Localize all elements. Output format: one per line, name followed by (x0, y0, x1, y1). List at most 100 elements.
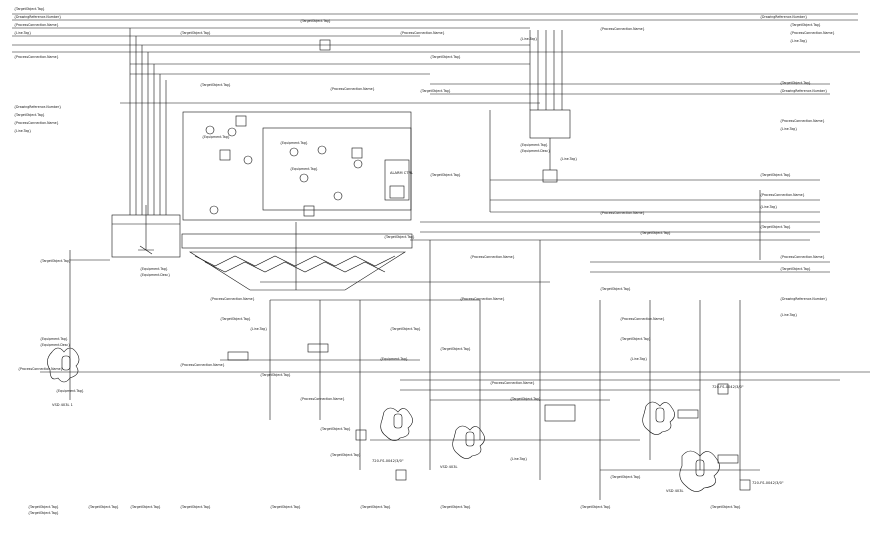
tag-label: {ProcessConnection.Name} (460, 297, 505, 301)
tag-label: {DrawingReference.Number} (780, 297, 827, 301)
title-block-entry: {TargetObject.Tag} (180, 505, 211, 509)
tag-label: {ProcessConnection.Name} (18, 367, 63, 371)
motor (307, 343, 329, 353)
line-number: 720-FS-0042/3/0" (752, 481, 784, 485)
tag-label: {Equipment.Tag} (380, 357, 408, 361)
instrument-box (351, 147, 363, 159)
tag-label: {Line.Tag} (14, 129, 31, 133)
valve-box (355, 429, 367, 441)
vessel (655, 407, 665, 423)
tag-label: {DrawingReference.Number} (14, 105, 61, 109)
instrument-bubble (299, 173, 309, 183)
title-block-entry: {TargetObject.Tag} (88, 505, 119, 509)
instrument-box (303, 205, 315, 217)
instrument-bubble (205, 125, 215, 135)
panel-screen (389, 185, 405, 199)
tag-label: {Equipment.Tag} (280, 141, 308, 145)
instrument-bubble (353, 159, 363, 169)
tag-label: {Line.Tag} (520, 37, 537, 41)
tag-label: {TargetObject.Tag} (330, 453, 361, 457)
tag-label: {TargetObject.Tag} (220, 317, 251, 321)
equipment-cloud (380, 407, 413, 441)
vessel-label: VSD 403L 1 (52, 403, 73, 407)
agitator-blade (138, 245, 154, 255)
tag-label: {TargetObject.Tag} (780, 81, 811, 85)
tag-label: {DrawingReference.Number} (760, 15, 807, 19)
tag-label: {TargetObject.Tag} (760, 173, 791, 177)
tag-label: {ProcessConnection.Name} (330, 87, 375, 91)
tag-label: {TargetObject.Tag} (384, 235, 415, 239)
motor (227, 351, 249, 361)
title-block-entry: {TargetObject.Tag} (270, 505, 301, 509)
equipment-cloud (642, 401, 675, 435)
tag-label: {ProcessConnection.Name} (790, 31, 835, 35)
tag-label: {DrawingReference.Number} (780, 89, 827, 93)
tag-label: {ProcessConnection.Name} (180, 363, 225, 367)
instrument-box (235, 115, 247, 127)
tag-label: {Line.Tag} (780, 313, 797, 317)
tag-label: {Equipment.Tag} (56, 389, 84, 393)
vessel (465, 431, 475, 447)
tag-label: {ProcessConnection.Name} (600, 211, 645, 215)
tag-label: {Equipment.Desc} (140, 273, 170, 277)
tag-label: {Equipment.Tag} (140, 267, 168, 271)
tag-label: {TargetObject.Tag} (430, 173, 461, 177)
tag-label: {ProcessConnection.Name} (300, 397, 345, 401)
title-block-entry: {TargetObject.Tag} (28, 511, 59, 515)
tag-label: {Equipment.Tag} (290, 167, 318, 171)
tag-label: {Equipment.Tag} (520, 143, 548, 147)
tag-label: {Line.Tag} (630, 357, 647, 361)
valve-box (717, 383, 729, 395)
title-block-entry: {TargetObject.Tag} (360, 505, 391, 509)
tag-label: {ProcessConnection.Name} (620, 317, 665, 321)
tag-label: {TargetObject.Tag} (760, 225, 791, 229)
tag-label: {Line.Tag} (510, 457, 527, 461)
valve-box (319, 39, 331, 51)
pump-symbol (542, 169, 558, 183)
tag-label: {Line.Tag} (780, 127, 797, 131)
line-number: 720-FS-0042/3/0" (372, 459, 404, 463)
tag-label: {Line.Tag} (760, 205, 777, 209)
tag-label: {ProcessConnection.Name} (14, 121, 59, 125)
equipment-cloud (679, 450, 720, 492)
vessel (61, 355, 71, 371)
tag-label: {TargetObject.Tag} (14, 7, 45, 11)
instrument-box (219, 149, 231, 161)
tag-label: {ProcessConnection.Name} (780, 119, 825, 123)
tag-label: {TargetObject.Tag} (430, 55, 461, 59)
tag-label: {TargetObject.Tag} (640, 231, 671, 235)
instrument-bubble (243, 155, 253, 165)
tag-label: {TargetObject.Tag} (320, 427, 351, 431)
tag-label: {TargetObject.Tag} (610, 475, 641, 479)
vessel-label: VSD 403L (440, 465, 458, 469)
valve-box (395, 469, 407, 481)
tag-label: {ProcessConnection.Name} (600, 27, 645, 31)
instrument-bubble (289, 147, 299, 157)
header-vessel (529, 109, 571, 139)
title-block-entry: {TargetObject.Tag} (130, 505, 161, 509)
tag-label: {TargetObject.Tag} (180, 31, 211, 35)
panel-label: ALARM CTRL (390, 171, 413, 175)
tag-label: {Equipment.Desc} (40, 343, 70, 347)
tag-label: {Line.Tag} (250, 327, 267, 331)
tag-label: {Equipment.Desc} (520, 149, 550, 153)
tag-label: {TargetObject.Tag} (300, 19, 331, 23)
valve-box (739, 479, 751, 491)
title-block-entry: {TargetObject.Tag} (710, 505, 741, 509)
tag-label: {ProcessConnection.Name} (210, 297, 255, 301)
motor (717, 454, 739, 464)
line-number: 720-FS-0042/3/0" (712, 385, 744, 389)
tag-label: {Equipment.Tag} (202, 135, 230, 139)
tag-label: {TargetObject.Tag} (600, 287, 631, 291)
clarifier-top (181, 233, 413, 249)
equipment-cloud (47, 347, 80, 383)
tag-label: {TargetObject.Tag} (200, 83, 231, 87)
control-panel (262, 127, 412, 211)
tag-label: {TargetObject.Tag} (510, 397, 541, 401)
title-block-entry: {TargetObject.Tag} (28, 505, 59, 509)
tag-label: {TargetObject.Tag} (14, 113, 45, 117)
tag-label: {TargetObject.Tag} (420, 89, 451, 93)
tag-label: {ProcessConnection.Name} (490, 381, 535, 385)
tank (544, 404, 576, 422)
tag-label: {DrawingReference.Number} (14, 15, 61, 19)
